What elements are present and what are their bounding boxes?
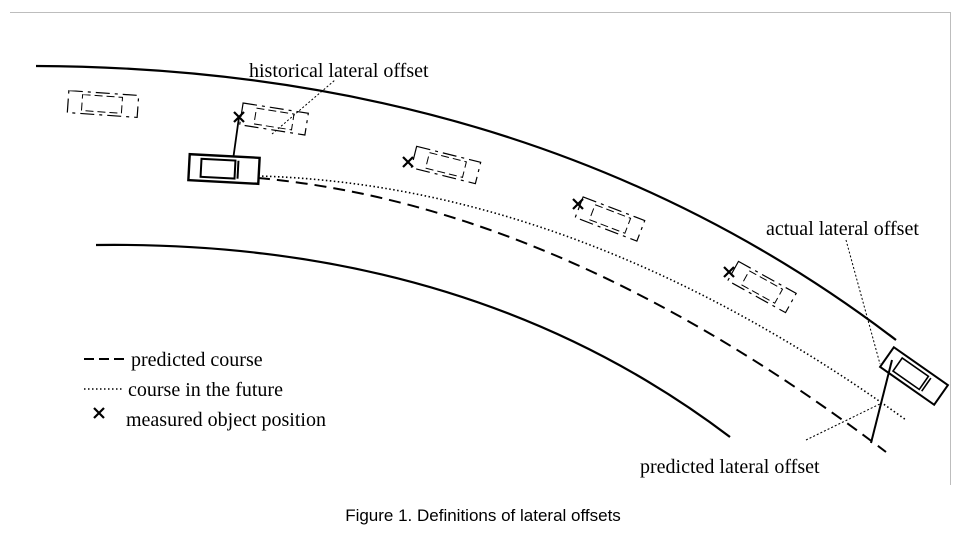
historical-vehicle-2: [238, 102, 310, 136]
measured-position-x-mark: [723, 266, 735, 278]
predicted-leader-line: [805, 402, 883, 441]
historical-vehicle-4: [574, 196, 646, 242]
measured-position-x-mark: [572, 198, 584, 210]
road-outer-edge: [35, 64, 897, 341]
figure-frame: [10, 12, 951, 485]
actual-offset-label: actual lateral offset: [766, 218, 919, 240]
historical-leader-line: [271, 79, 336, 135]
legend-item-measured-object-position: measured object position: [126, 409, 326, 431]
ego-vehicle: [187, 152, 261, 186]
historical-vehicle-3: [410, 145, 482, 185]
historical-offset-line: [232, 116, 240, 161]
historical-vehicle-1: [66, 89, 140, 119]
legend-item-predicted-course: predicted course: [131, 349, 263, 371]
legend-item-course-in-the-future: course in the future: [128, 379, 283, 401]
legend-x-mark-symbol: [93, 407, 105, 419]
target-vehicle: [878, 345, 950, 407]
measured-position-x-mark: [402, 156, 414, 168]
future-course-line: [257, 175, 907, 421]
figure-caption: Figure 1. Definitions of lateral offsets: [345, 506, 621, 525]
legend: predicted course course in the future me…: [84, 349, 326, 431]
predicted-course-line: [257, 177, 887, 453]
historical-vehicle-5: [726, 260, 798, 314]
actual-offset-line: [870, 359, 893, 444]
actual-leader-line: [845, 239, 881, 365]
predicted-offset-label: predicted lateral offset: [640, 456, 820, 478]
road-inner-edge: [95, 243, 731, 438]
historical-offset-label: historical lateral offset: [249, 60, 429, 82]
